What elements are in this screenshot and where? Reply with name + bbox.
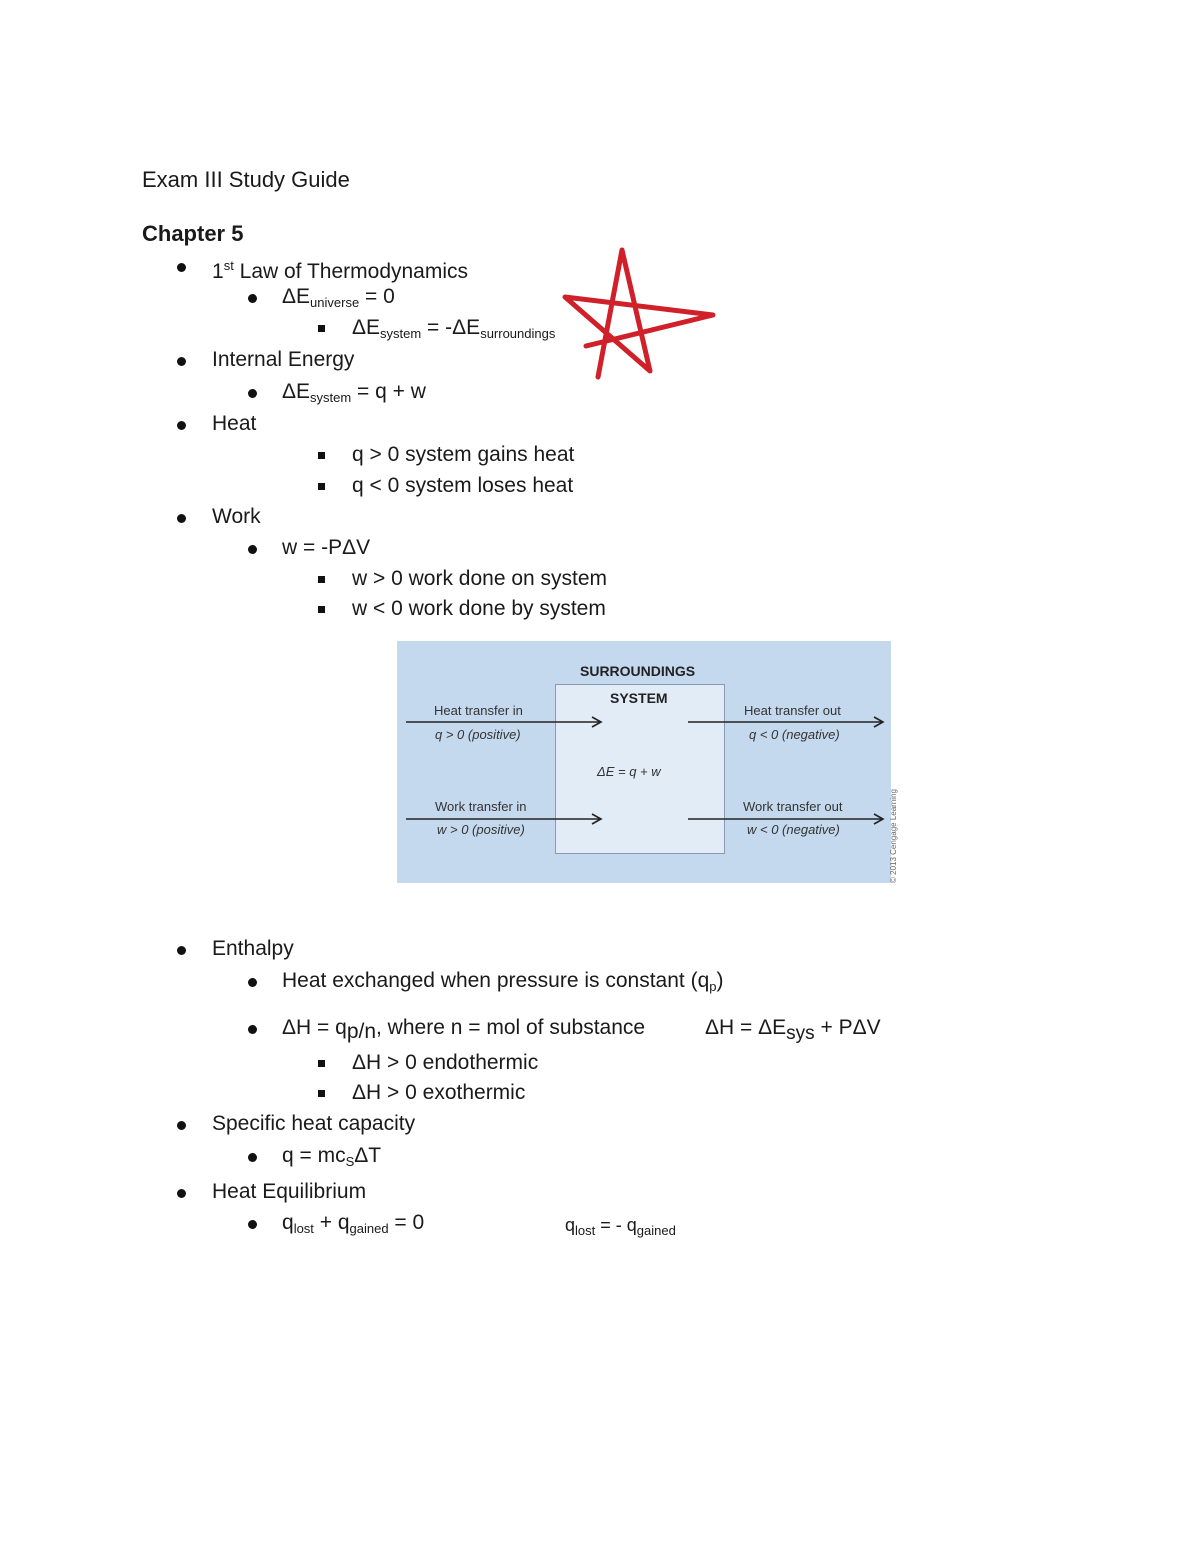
bullet-icon	[248, 545, 257, 554]
system-label: SYSTEM	[610, 690, 668, 706]
star-icon	[562, 247, 716, 380]
heat-out-sign: q < 0 (negative)	[749, 727, 840, 742]
heat-equilibrium-formula: qlost + qgained = 0	[282, 1211, 425, 1236]
bullet-icon	[248, 978, 257, 987]
square-bullet-icon	[318, 452, 325, 459]
energy-equation: ΔE = q + w	[597, 764, 661, 779]
q-lose-item: q < 0 system loses heat	[352, 474, 574, 497]
heat-in-sign: q > 0 (positive)	[435, 727, 521, 742]
internal-energy-item: Internal Energy	[212, 348, 355, 371]
bullet-icon	[248, 389, 257, 398]
delta-e-universe: ΔEuniverse = 0	[282, 285, 395, 310]
q-lost-equals-formula: qlost = - qgained	[565, 1215, 676, 1238]
w-negative-item: w < 0 work done by system	[352, 597, 606, 620]
system-box	[555, 684, 725, 854]
heat-in-label: Heat transfer in	[434, 703, 523, 718]
work-formula: w = -PΔV	[282, 536, 371, 559]
endothermic-item: ΔH > 0 endothermic	[352, 1051, 539, 1074]
bullet-icon	[248, 1153, 257, 1162]
bullet-icon	[177, 263, 186, 272]
transfer-arrows	[406, 716, 885, 825]
square-bullet-icon	[318, 1060, 325, 1067]
bullet-icon	[248, 1220, 257, 1229]
copyright-notice: © 2013 Cengage Learning	[889, 789, 898, 883]
bullet-icon	[177, 946, 186, 955]
square-bullet-icon	[318, 606, 325, 613]
heat-out-label: Heat transfer out	[744, 703, 841, 718]
bullet-icon	[248, 294, 257, 303]
work-in-sign: w > 0 (positive)	[437, 822, 525, 837]
bullet-icon	[177, 1121, 186, 1130]
bullet-icon	[177, 421, 186, 430]
surroundings-label: SURROUNDINGS	[580, 663, 696, 679]
square-bullet-icon	[318, 576, 325, 583]
heat-item: Heat	[212, 412, 257, 435]
energy-transfer-diagram: SURROUNDINGS SYSTEM Heat transfer in q >…	[397, 641, 891, 883]
work-in-label: Work transfer in	[435, 799, 527, 814]
bullet-icon	[177, 514, 186, 523]
square-bullet-icon	[318, 325, 325, 332]
delta-h-formula: ΔH = qp/n, where n = mol of substance	[282, 1016, 646, 1043]
heat-equilibrium-item: Heat Equilibrium	[212, 1180, 367, 1203]
work-out-label: Work transfer out	[743, 799, 843, 814]
square-bullet-icon	[318, 483, 325, 490]
enthalpy-item: Enthalpy	[212, 937, 294, 960]
delta-e-system-surroundings: ΔEsystem = -ΔEsurroundings	[352, 316, 556, 341]
work-item: Work	[212, 505, 261, 528]
chapter-heading: Chapter 5	[142, 221, 244, 246]
page-title: Exam III Study Guide	[142, 167, 350, 192]
exothermic-item: ΔH > 0 exothermic	[352, 1081, 526, 1104]
delta-e-system-formula: ΔEsystem = q + w	[282, 380, 426, 405]
square-bullet-icon	[318, 1090, 325, 1097]
work-out-sign: w < 0 (negative)	[747, 822, 840, 837]
first-law-item: 1st Law of Thermodynamics	[212, 258, 469, 283]
bullet-icon	[248, 1025, 257, 1034]
specific-heat-item: Specific heat capacity	[212, 1112, 416, 1135]
bullet-icon	[177, 357, 186, 366]
delta-h-energy-formula: ΔH = ΔEsys + PΔV	[705, 1016, 881, 1044]
heat-exchanged-item: Heat exchanged when pressure is constant…	[282, 969, 724, 994]
specific-heat-formula: q = mcSΔT	[282, 1144, 382, 1169]
w-positive-item: w > 0 work done on system	[352, 567, 608, 590]
bullet-icon	[177, 1189, 186, 1198]
q-gain-item: q > 0 system gains heat	[352, 443, 575, 466]
